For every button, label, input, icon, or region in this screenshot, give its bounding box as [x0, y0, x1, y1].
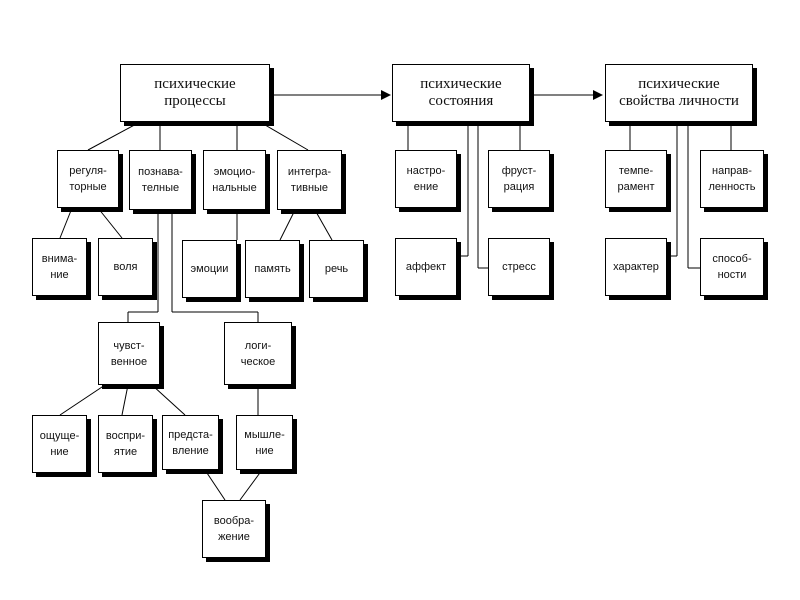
box-mental-states: психические состояния	[392, 64, 530, 122]
box-will: воля	[98, 238, 153, 296]
box-speech: речь	[309, 240, 364, 298]
box-sensory: чувст- венное	[98, 322, 160, 385]
box-imagination: вообра- жение	[202, 500, 266, 558]
box-representation: предста- вление	[162, 415, 219, 470]
box-emotional: эмоцио- нальные	[203, 150, 266, 210]
box-affect: аффект	[395, 238, 457, 296]
box-emotions: эмоции	[182, 240, 237, 298]
box-frustration: фруст- рация	[488, 150, 550, 208]
box-regulatory: регуля- торные	[57, 150, 119, 208]
box-cognitive: познава- телные	[129, 150, 192, 210]
box-temperament: темпе- рамент	[605, 150, 667, 208]
box-perception: воспри- ятие	[98, 415, 153, 473]
box-integrative: интегра- тивные	[277, 150, 342, 210]
box-abilities: способ- ности	[700, 238, 764, 296]
box-sensation: ощуще- ние	[32, 415, 87, 473]
box-character: характер	[605, 238, 667, 296]
box-thinking: мышле- ние	[236, 415, 293, 470]
box-attention: внима- ние	[32, 238, 87, 296]
box-stress: стресс	[488, 238, 550, 296]
box-mood: настро- ение	[395, 150, 457, 208]
box-memory: память	[245, 240, 300, 298]
box-orientation: направ- ленность	[700, 150, 764, 208]
box-personality-traits: психические свойства личности	[605, 64, 753, 122]
box-logical: логи- ческое	[224, 322, 292, 385]
box-mental-processes: психические процессы	[120, 64, 270, 122]
